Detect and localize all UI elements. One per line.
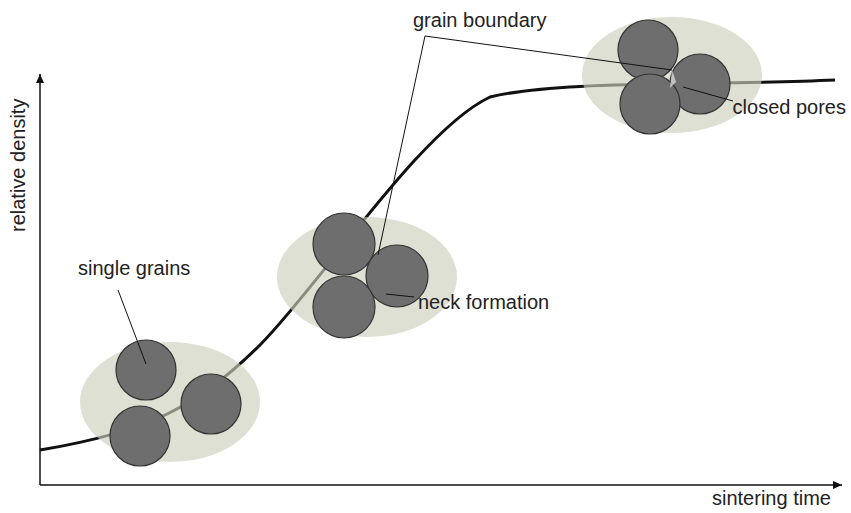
leader-line — [118, 36, 733, 364]
callout-label: grain boundary — [413, 8, 546, 32]
callout-label: single grains — [78, 256, 190, 280]
axis-title: relative density — [6, 99, 30, 232]
grain-cluster — [80, 340, 260, 466]
callout-label: closed pores — [733, 95, 846, 119]
x-axis — [40, 484, 842, 486]
grain-cluster — [277, 213, 457, 338]
axis-title: sintering time — [712, 486, 831, 510]
density-curve — [40, 80, 835, 450]
y-axis — [39, 74, 41, 485]
callout-label: neck formation — [418, 290, 549, 314]
